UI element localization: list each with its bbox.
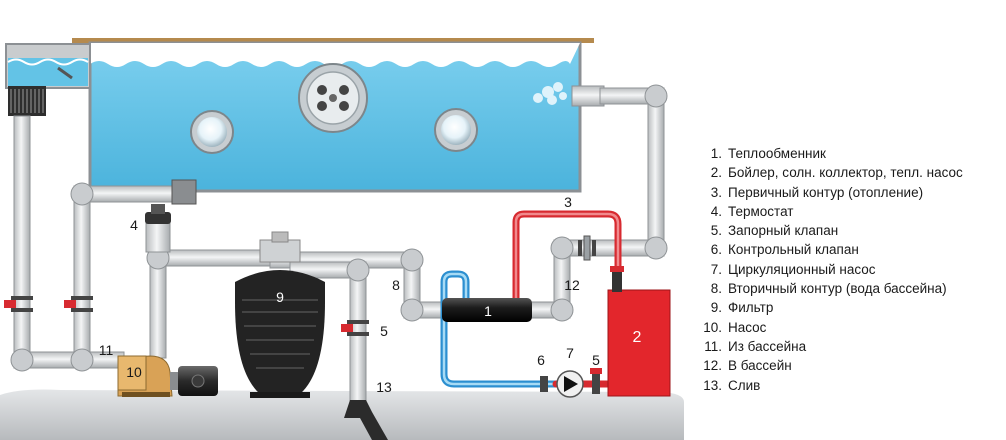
legend-item-number: 6.: [710, 242, 722, 258]
legend-item-number: 13.: [703, 377, 722, 393]
legend-item-number: 12.: [703, 358, 722, 374]
label-heat-exchanger: 1: [484, 303, 492, 319]
legend-item: 11. Из бассейна: [700, 337, 963, 356]
legend-item-text: Насос: [728, 319, 767, 335]
label-filter: 9: [276, 289, 284, 305]
legend-item: 3. Первичный контур (отопление): [700, 183, 963, 202]
legend-item-text: Термостат: [728, 203, 794, 219]
legend-item-number: 4.: [710, 203, 722, 219]
legend-item-text: Первичный контур (отопление): [728, 184, 924, 200]
return-inlet: [533, 82, 605, 107]
circulation-pump: [556, 370, 584, 398]
label-drain: 13: [376, 379, 392, 395]
legend-item-text: Слив: [728, 377, 761, 393]
legend-item-text: В бассейн: [728, 358, 792, 374]
skimmer: [5, 43, 91, 116]
legend-item-text: Фильтр: [728, 300, 774, 316]
label-thermostat: 4: [130, 217, 138, 233]
legend-item-number: 1.: [710, 146, 722, 161]
label-shutoff-valve-left: 5: [380, 323, 388, 339]
legend-item: 7. Циркуляционный насос: [700, 260, 963, 279]
legend-item-number: 3.: [710, 184, 722, 200]
label-circ-pump: 7: [566, 345, 574, 361]
ground: [0, 389, 684, 440]
legend-item: 6. Контрольный клапан: [700, 240, 963, 259]
legend: 1. Теплообменник 2. Бойлер, солн. коллектор…: [700, 144, 963, 395]
valve-return-line: [578, 235, 596, 261]
label-secondary-circuit: 8: [392, 277, 400, 293]
legend-item-number: 2.: [710, 165, 722, 181]
valve-drain-line: [64, 296, 93, 312]
legend-item: 1. Теплообменник: [700, 144, 963, 163]
legend-item: 9. Фильтр: [700, 298, 963, 317]
label-shutoff-valve-right: 5: [592, 352, 600, 368]
label-boiler: 2: [633, 329, 642, 346]
legend-item: 8. Вторичный контур (вода бассейна): [700, 279, 963, 298]
legend-item-text: Вторичный контур (вода бассейна): [728, 281, 947, 297]
legend-item: 5. Запорный клапан: [700, 221, 963, 240]
legend-item-text: Запорный клапан: [728, 223, 839, 239]
heat-exchanger: [442, 298, 532, 322]
pump: [117, 355, 218, 397]
legend-item: 12. В бассейн: [700, 356, 963, 375]
label-pump: 10: [126, 364, 142, 380]
label-primary-circuit: 3: [564, 194, 572, 210]
filter: [235, 231, 325, 398]
check-valve: [540, 376, 548, 392]
legend-item: 4. Термостат: [700, 202, 963, 221]
pool-lamp-right: [434, 108, 478, 152]
valve-skimmer-line: [4, 296, 33, 312]
drain-outlet: [344, 400, 388, 440]
legend-item-number: 5.: [710, 223, 722, 239]
legend-item-number: 11.: [704, 338, 722, 354]
shutoff-valve-right: [590, 368, 602, 394]
legend-item-text: Из бассейна: [728, 338, 807, 354]
legend-item-number: 7.: [710, 261, 722, 277]
pool-lamp-left: [190, 110, 234, 154]
legend-item-text: Контрольный клапан: [728, 242, 859, 258]
label-from-pool: 11: [99, 342, 114, 358]
counter-current-unit: [298, 63, 368, 133]
legend-item-number: 9.: [710, 300, 722, 316]
boiler: [607, 266, 671, 397]
label-check-valve: 6: [537, 352, 545, 368]
shutoff-valve-left: [341, 320, 369, 336]
legend-item-text: Циркуляционный насос: [728, 261, 876, 277]
legend-item: 2. Бойлер, солн. коллектор, тепл. насос: [700, 163, 963, 182]
legend-item-text: Теплообменник: [728, 146, 826, 161]
legend-item: 10. Насос: [700, 318, 963, 337]
legend-item: 13. Слив: [700, 376, 963, 395]
legend-item-number: 10.: [703, 319, 722, 335]
legend-item-number: 8.: [710, 281, 722, 297]
pipe-elbows: [10, 84, 668, 372]
label-to-pool: 12: [564, 277, 580, 293]
thermostat: [145, 204, 171, 253]
legend-item-text: Бойлер, солн. коллектор, тепл. насос: [728, 165, 963, 181]
